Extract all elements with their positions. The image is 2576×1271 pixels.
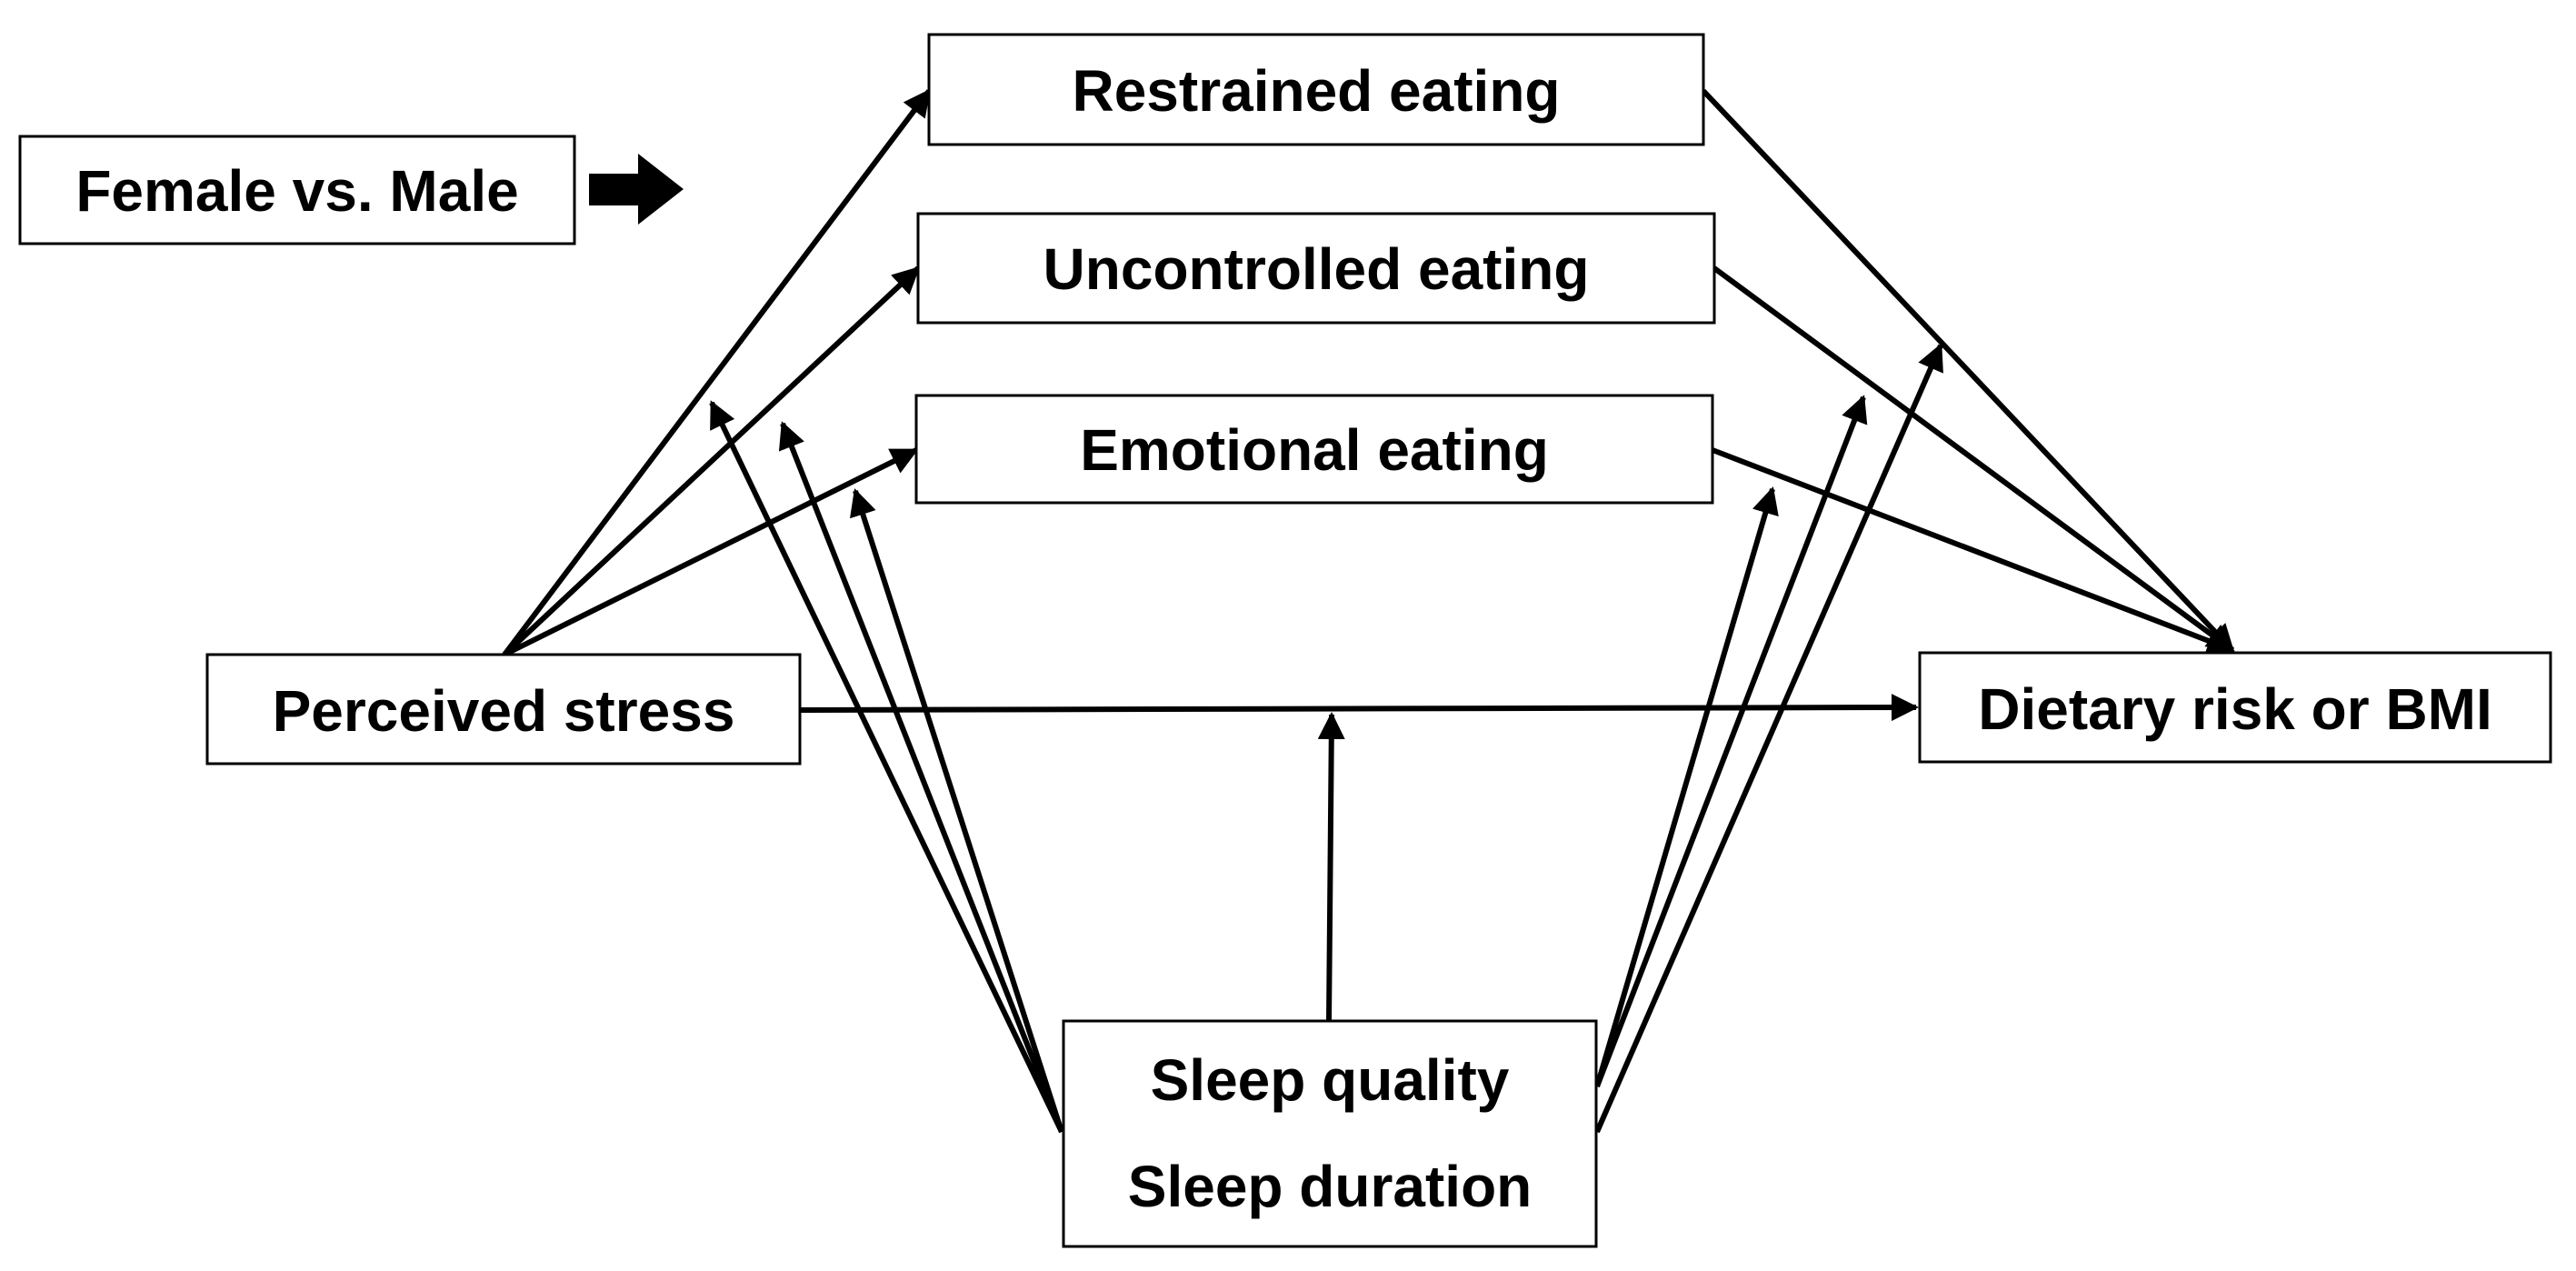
node-box	[1062, 1019, 1598, 1248]
node-label: Uncontrolled eating	[1043, 236, 1590, 302]
node-box	[916, 212, 1716, 325]
legend-label: Female vs. Male	[75, 158, 518, 224]
legend: Female vs. Male	[18, 135, 684, 245]
edge-stress-to-emotional	[503, 447, 919, 657]
node-restrained-eating: Restrained eating	[927, 33, 1705, 146]
legend-box	[18, 135, 576, 245]
moderation-edges	[709, 343, 1943, 1134]
edge-sleep-moderates-emotional-outcome	[1594, 486, 1779, 1087]
node-label: Perceived stress	[273, 678, 735, 744]
node-label-sleep-duration: Sleep duration	[1128, 1154, 1533, 1219]
edge-stress-to-restrained	[502, 88, 932, 656]
node-label: Emotional eating	[1080, 417, 1549, 483]
node-label: Restrained eating	[1072, 58, 1560, 124]
edge-stress-to-uncontrolled	[502, 265, 921, 657]
edge-sleep-moderates-uncontrolled-outcome	[1594, 395, 1868, 1088]
node-box	[914, 394, 1714, 505]
node-perceived-stress: Perceived stress	[205, 653, 802, 766]
node-box	[927, 33, 1705, 146]
node-box	[205, 653, 802, 766]
node-box	[1918, 651, 2552, 764]
node-label: Dietary risk or BMI	[1978, 676, 2492, 742]
edge-sleep-moderates-restrained-outcome	[1594, 343, 1943, 1134]
edge-emotional-to-outcome	[1711, 447, 2235, 655]
edge-uncontrolled-to-outcome	[1712, 265, 2235, 653]
node-emotional-eating: Emotional eating	[914, 394, 1714, 505]
right-block-arrow-icon	[589, 154, 684, 225]
edge-sleep-moderates-stress-restrained	[709, 400, 1064, 1134]
edge-sleep-moderates-stress-emotional	[849, 488, 1064, 1133]
edge-restrained-to-outcome	[1701, 88, 2235, 653]
node-sleep: Sleep quality Sleep duration	[1062, 1019, 1598, 1248]
node-dietary-risk-or-bmi: Dietary risk or BMI	[1918, 651, 2552, 764]
node-uncontrolled-eating: Uncontrolled eating	[916, 212, 1716, 325]
node-label-sleep-quality: Sleep quality	[1151, 1047, 1510, 1113]
edges	[502, 88, 2235, 722]
edge-sleep-moderates-stress-uncontrolled	[778, 421, 1064, 1134]
edge-sleep-moderates-stress-outcome	[1317, 712, 1345, 1022]
edge-stress-to-outcome	[799, 694, 1919, 722]
